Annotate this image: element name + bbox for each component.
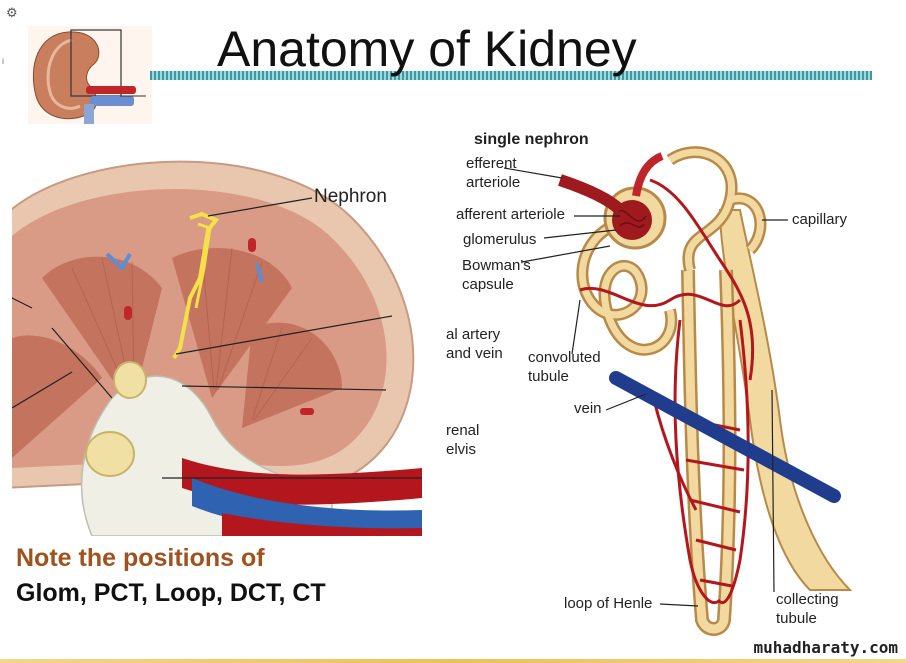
label-capsule: capsule [462,276,514,293]
label-bowmans: Bowman's [462,257,531,274]
single-nephron-illustration [440,120,906,640]
label-vein: vein [574,400,602,417]
kidney-section-illustration [12,158,422,536]
title-underline [150,71,872,80]
label-glomerulus: glomerulus [463,231,537,248]
label-loop-of-henle: loop of Henle [564,595,653,612]
label-single-nephron: single nephron [474,131,589,148]
slide-title: Anatomy of Kidney [217,21,637,77]
label-afferent-arteriole: afferent arteriole [456,206,565,223]
label-capillary: capillary [792,211,848,228]
note-structures: Glom, PCT, Loop, DCT, CT [16,579,326,607]
label-nephron: Nephron [314,186,387,207]
label-pelvis-partial: elvis [446,441,477,458]
bottom-strip [0,659,906,663]
label-tubule: tubule [528,368,569,385]
kidney-thumbnail [28,26,152,124]
note-heading: Note the positions of [16,544,265,572]
label-collecting-tubule: tubule [776,610,817,627]
label-convoluted: convoluted [528,349,601,366]
label-efferent: efferent [466,155,517,172]
label-efferent-arteriole: arteriole [466,174,521,191]
label-renal-partial: renal [446,422,480,439]
toolbar-icon[interactable]: ⚙ [6,5,18,20]
label-vein-partial: and vein [446,345,503,362]
label-artery-partial: al artery [446,326,501,343]
label-collecting: collecting [776,591,839,608]
corner-mark: i [2,56,4,66]
watermark: muhadharaty.com [753,638,899,657]
